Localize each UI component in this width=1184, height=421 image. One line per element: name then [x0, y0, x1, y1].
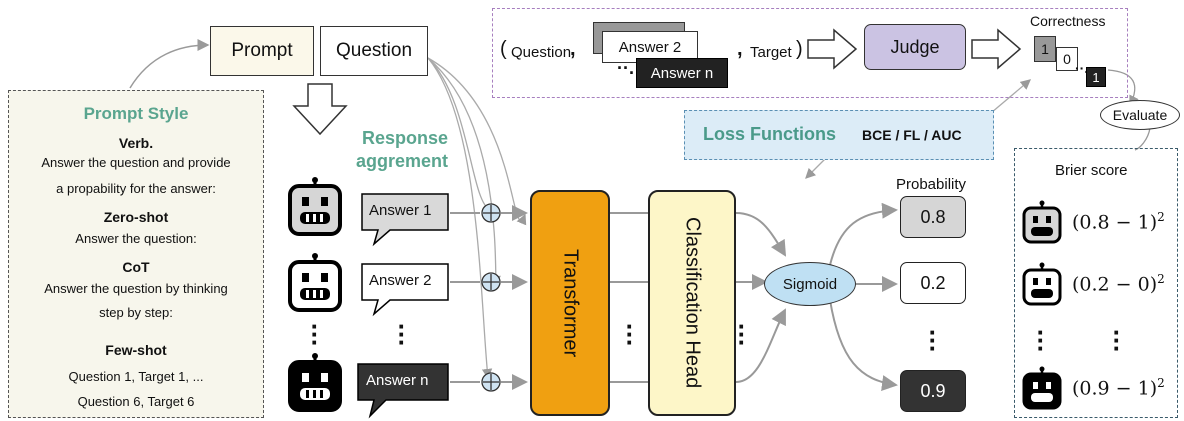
brier-term: (0.9 − 1)2: [1072, 376, 1165, 400]
vertical-ellipsis: ···: [310, 311, 320, 357]
robot-icon: [1022, 262, 1062, 306]
loss-functions-label: Loss Functions: [703, 124, 837, 144]
verb-title: Verb.: [118, 135, 154, 151]
zeroshot-title: Zero-shot: [103, 209, 169, 225]
prompt-box: Prompt: [210, 26, 314, 76]
robot-icon: [288, 177, 342, 236]
verb-text-1: Answer the question and provide: [41, 155, 231, 170]
robot-icon: [1022, 200, 1062, 244]
answer-bubble: [361, 193, 449, 247]
answer-bubble: [357, 363, 449, 419]
response-agreement-line1: Response: [362, 128, 449, 148]
right-arrow-icon: [971, 28, 1022, 70]
probability-value: 0.2: [900, 262, 966, 304]
robot-icon: [288, 253, 342, 312]
fewshot-title: Few-shot: [105, 342, 167, 358]
plus-circle-icon: [481, 272, 501, 292]
vertical-ellipsis: ···: [625, 311, 635, 357]
answer-2-label: Answer 2: [369, 272, 432, 289]
probability-value: 0.8: [900, 196, 966, 238]
answer-stack-front: Answer 2: [602, 31, 698, 63]
brier-term: (0.8 − 1)2: [1072, 210, 1165, 234]
prompt-style-title: Prompt Style: [83, 104, 189, 123]
cot-text-2: step by step:: [99, 305, 173, 320]
plus-circle-icon: [481, 372, 501, 392]
stack-ellipsis: ··.: [1075, 60, 1089, 76]
comma: ,: [737, 38, 743, 60]
probability-value: 0.9: [900, 370, 966, 412]
correctness-value: 1: [1034, 36, 1056, 62]
vertical-ellipsis: ···: [1112, 317, 1122, 363]
judge-box: Judge: [864, 24, 966, 70]
fewshot-text-2: Question 6, Target 6: [77, 394, 195, 409]
right-arrow-icon: [807, 28, 858, 70]
judge-question: Question: [511, 44, 572, 61]
vertical-ellipsis: ···: [737, 311, 747, 357]
comma: ,: [570, 38, 576, 60]
stack-ellipsis: ··.: [617, 58, 634, 78]
fewshot-text-1: Question 1, Target 1, ...: [68, 369, 204, 384]
vertical-ellipsis: ···: [397, 311, 407, 357]
judge-panel: [492, 8, 1128, 98]
vertical-ellipsis: ···: [1036, 317, 1046, 363]
loss-functions-types: BCE / FL / AUC: [862, 127, 962, 143]
question-box: Question: [320, 26, 428, 76]
loss-functions-box: [684, 110, 994, 160]
robot-icon: [288, 353, 342, 412]
cot-title: CoT: [122, 259, 150, 275]
correctness-value: 0: [1056, 47, 1078, 71]
answer-1-label: Answer 1: [369, 202, 432, 219]
robot-icon: [1022, 366, 1062, 410]
vertical-ellipsis: ···: [928, 317, 938, 363]
brier-panel: [1014, 148, 1178, 418]
correctness-value: 1: [1086, 67, 1106, 87]
open-paren: (: [500, 38, 507, 60]
probability-label: Probability: [896, 176, 967, 193]
plus-circle-icon: [481, 203, 501, 223]
response-agreement-line2: aggrement: [356, 151, 449, 171]
brier-title: Brier score: [1055, 162, 1128, 179]
answer-stack-n: Answer n: [636, 58, 728, 88]
answer-bubble: [361, 263, 449, 317]
classification-head-block: Classification Head: [648, 190, 736, 416]
transformer-block: Transformer: [530, 190, 610, 416]
down-arrow-icon: [292, 83, 348, 136]
transformer-label: Transformer: [559, 248, 582, 358]
sigmoid-node: Sigmoid: [764, 262, 856, 306]
evaluate-node: Evaluate: [1100, 100, 1180, 130]
correctness-label: Correctness: [1030, 13, 1106, 29]
cot-text-1: Answer the question by thinking: [44, 281, 228, 296]
close-paren: ): [796, 38, 803, 60]
prompt-style-panel: [8, 90, 264, 418]
brier-term: (0.2 − 0)2: [1072, 272, 1165, 296]
classification-head-label: Classification Head: [681, 217, 704, 389]
judge-target: Target: [750, 44, 792, 61]
answer-n-label: Answer n: [366, 372, 429, 389]
verb-text-2: a propability for the answer:: [56, 181, 216, 196]
zeroshot-text: Answer the question:: [75, 231, 197, 246]
